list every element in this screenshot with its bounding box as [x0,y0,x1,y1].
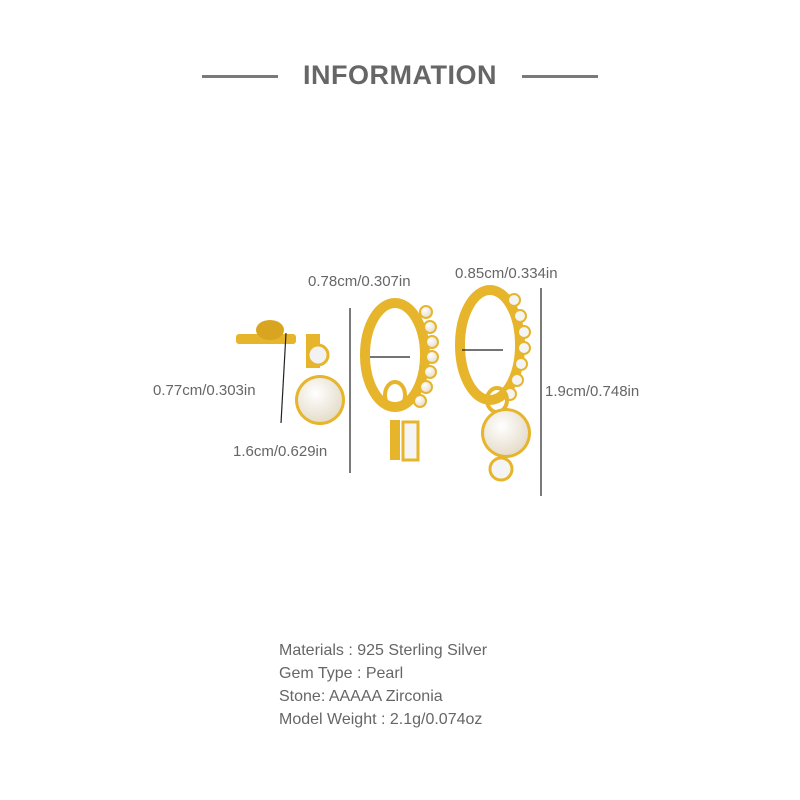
stud-height-label: 0.77cm/0.303in [153,382,256,399]
zircon-hoop-diameter-label: 0.85cm/0.334in [455,265,558,282]
stud-earring [236,320,345,425]
pearl-hoop-earring [360,298,439,462]
measurement-lines [280,288,542,496]
spec-weight: Model Weight : 2.1g/0.074oz [279,711,483,728]
zircon-hoop-earring [455,285,531,482]
spec-stone: Stone: AAAAA Zirconia [279,688,443,705]
pearl-hoop-diameter-label: 0.78cm/0.307in [308,273,411,290]
spec-gem-type: Gem Type : Pearl [279,665,404,682]
title-rule-left [202,75,278,78]
spec-materials: Materials : 925 Sterling Silver [279,642,488,659]
zircon-hoop-length-label: 1.9cm/0.748in [545,383,640,400]
title-rule-right [522,75,598,78]
page-title: INFORMATION [303,60,497,90]
pearl-hoop-length-label: 1.6cm/0.629in [233,443,328,460]
